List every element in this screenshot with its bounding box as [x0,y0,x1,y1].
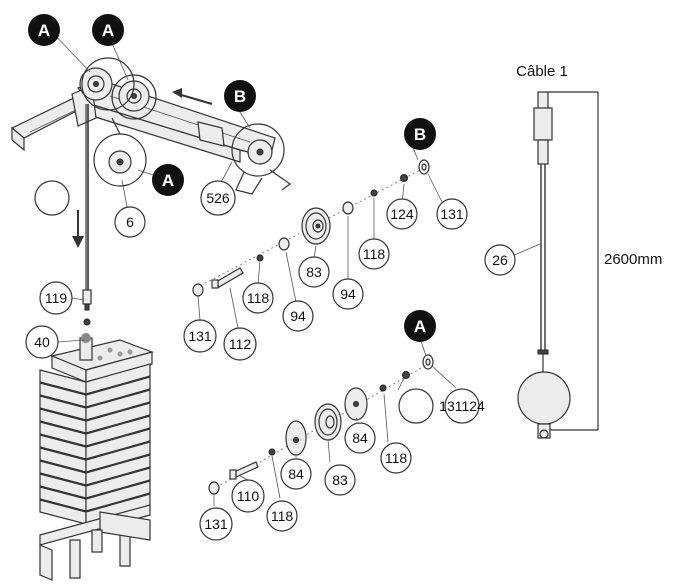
svg-text:110: 110 [237,488,260,504]
callout-124-top: 124 [386,198,418,230]
svg-text:83: 83 [332,472,348,488]
callout-94-b-left: 94 [282,300,314,332]
svg-text:A: A [162,171,174,190]
weight-plate-side [85,376,151,408]
svg-text:84: 84 [288,466,304,482]
svg-text:131: 131 [188,328,212,344]
callout-94-b-right: 94 [332,278,364,310]
svg-text:124: 124 [390,206,414,222]
svg-text:119: 119 [45,290,68,306]
svg-text:118: 118 [247,290,270,306]
callout-26: 26 [484,244,516,276]
callout-118-a-right: 118 [380,442,412,474]
svg-text:A: A [38,21,50,40]
weight-plate-side [85,415,151,447]
callout-84-a-left: 84 [280,458,312,490]
weight-plate-side [85,428,151,460]
callout-118-b-left: 118 [242,282,274,314]
weight-plate-side [85,480,151,512]
svg-text:94: 94 [340,286,356,302]
upper-frame-arm [10,57,292,195]
badge-a-top-left: A [28,14,60,46]
callout-131124: 131124 [439,388,485,424]
svg-text:118: 118 [363,246,386,262]
svg-text:118: 118 [271,508,294,524]
callout-83-a: 83 [324,464,356,496]
weight-plate-side [85,441,151,473]
svg-text:B: B [234,87,246,106]
svg-text:83: 83 [306,264,322,280]
callout-110: 110 [231,479,265,513]
cable-length: 2600mm [604,251,662,268]
callout-empty-a [398,388,434,424]
callout-83-b: 83 [298,256,330,288]
svg-text:118: 118 [385,450,408,466]
callout-84-a-right: 84 [344,422,376,454]
callout-6: 6 [114,206,146,238]
badge-b-frame: B [224,80,256,112]
pulley-b-assembly [192,159,430,297]
svg-text:131: 131 [204,516,228,532]
svg-text:B: B [414,125,426,144]
callout-118-b-right: 118 [358,238,390,270]
svg-text:131124: 131124 [439,398,485,414]
svg-text:112: 112 [229,336,252,352]
cable-title: Câble 1 [516,63,568,80]
callout-119: 119 [39,281,73,315]
weight-plate-side [85,363,151,395]
pulley-a-assembly [208,354,434,495]
callout-526: 526 [200,180,236,216]
callout-112: 112 [223,327,257,361]
callout-118-a-left: 118 [266,500,298,532]
svg-text:26: 26 [492,252,508,268]
leader-lines [51,31,541,506]
badge-a-top-middle: A [92,14,124,46]
callout-131-top: 131 [436,198,468,230]
weight-plate-side [85,454,151,486]
badge-b-assembly: B [404,118,436,150]
svg-text:131: 131 [440,206,464,222]
callout-131-a: 131 [199,507,233,541]
svg-text:A: A [102,21,114,40]
callout-empty-left [34,180,70,216]
cable-1-assembly [517,91,599,439]
weight-plate-side [85,389,151,421]
svg-text:94: 94 [290,308,306,324]
badge-a-lower-pulley: A [152,164,184,196]
svg-text:40: 40 [34,334,50,350]
svg-text:526: 526 [206,190,230,206]
callout-40: 40 [25,325,59,359]
weight-plate-side [85,402,151,434]
weight-plate-side [85,467,151,499]
left-cable-assembly [72,104,92,326]
svg-text:A: A [414,317,426,336]
badge-a-assembly: A [404,310,436,342]
weight-stack [39,333,154,581]
svg-text:84: 84 [352,430,368,446]
callout-131-b: 131 [183,319,217,353]
svg-text:6: 6 [126,214,134,230]
